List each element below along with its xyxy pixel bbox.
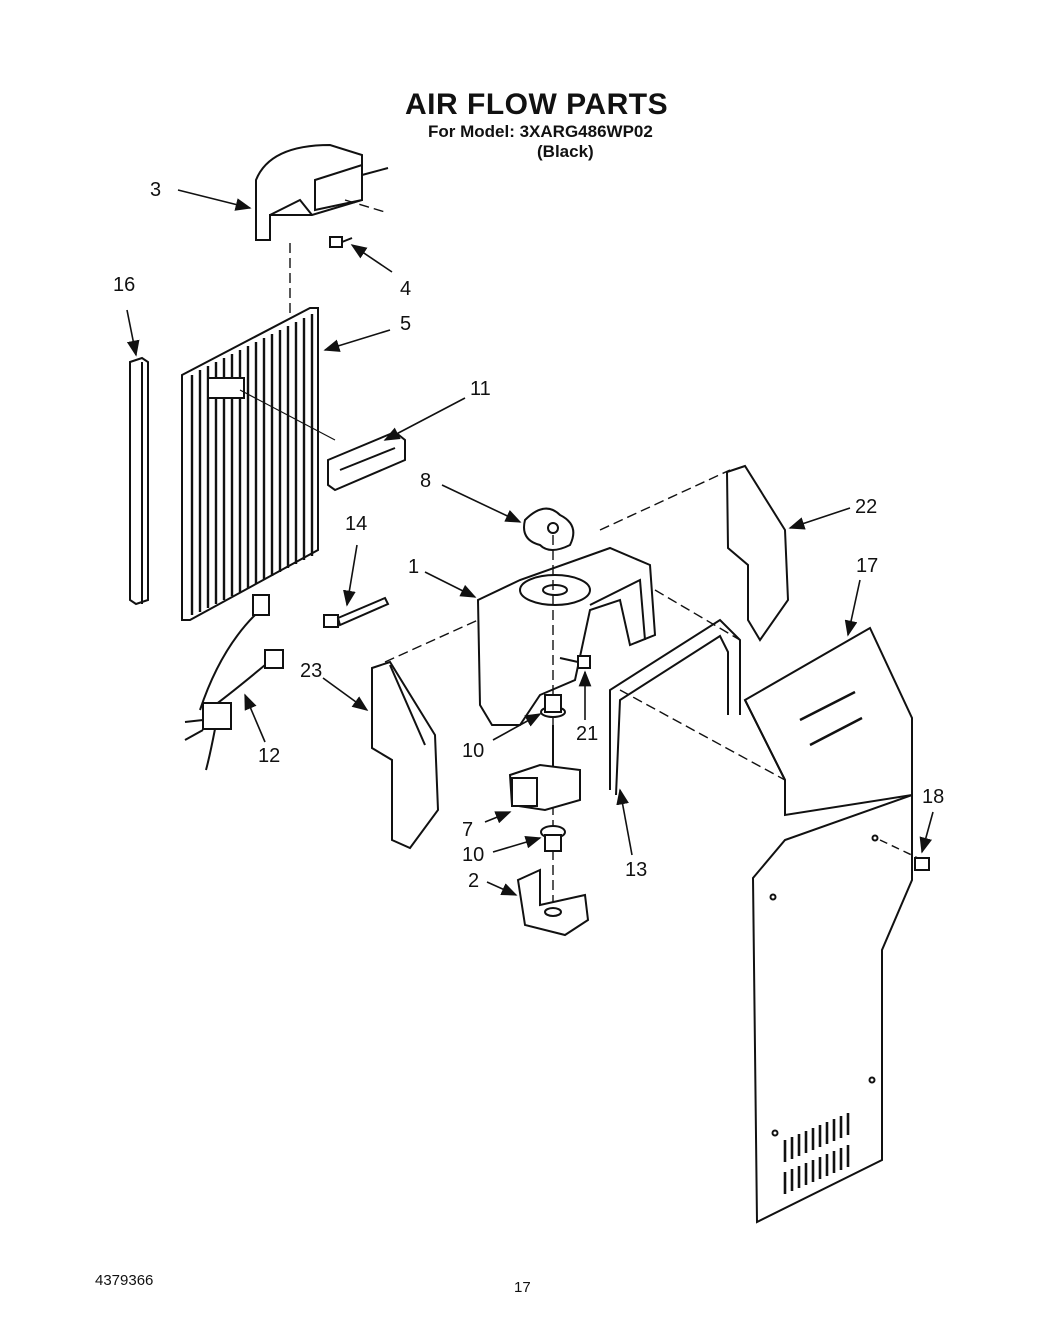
callout-10-lower: 10 — [462, 844, 484, 866]
callout-23: 23 — [300, 660, 322, 682]
model-line: For Model: 3XARG486WP02 — [428, 122, 653, 141]
callout-16: 16 — [113, 274, 135, 296]
part-duct-cover — [255, 143, 389, 241]
part-fan-motor — [508, 725, 581, 812]
callout-5: 5 — [400, 313, 411, 335]
part-fan-shroud — [476, 546, 657, 726]
part-motor-bracket — [516, 868, 590, 937]
part-wire-harness — [184, 594, 284, 771]
part-u-channel — [609, 618, 741, 796]
part-fan-blade — [523, 507, 575, 551]
part-bracket — [327, 430, 406, 492]
callout-labels: 3 4 16 5 11 8 14 22 1 17 23 21 10 12 18 … — [113, 179, 944, 892]
leader-lines — [126, 189, 934, 896]
part-evaporator-grille — [181, 307, 319, 621]
part-top-cover — [743, 626, 913, 817]
part-thermistor — [323, 596, 390, 628]
part-side-panel-22 — [725, 464, 790, 642]
callout-8: 8 — [420, 470, 431, 492]
callout-12: 12 — [258, 745, 280, 767]
part-strip — [129, 356, 149, 606]
part-grommet-upper — [540, 694, 566, 718]
part-rear-panel — [751, 793, 913, 1224]
callout-21: 21 — [576, 723, 598, 745]
callout-14: 14 — [345, 513, 367, 535]
part-screw-18 — [914, 857, 930, 871]
callout-22: 22 — [855, 496, 877, 518]
part-grommet-lower — [540, 825, 566, 852]
page-number: 17 — [514, 1279, 531, 1296]
callout-13: 13 — [625, 859, 647, 881]
page-title: AIR FLOW PARTS — [405, 88, 669, 121]
callout-7: 7 — [462, 819, 473, 841]
document-number: 4379366 — [95, 1272, 154, 1289]
part-side-panel-23 — [371, 660, 440, 850]
callout-17: 17 — [856, 555, 878, 577]
color-line: (Black) — [537, 142, 594, 161]
callout-11: 11 — [470, 378, 491, 400]
part-screw-4 — [329, 236, 353, 248]
callout-2: 2 — [468, 870, 479, 892]
callout-1: 1 — [408, 556, 419, 578]
callout-10-upper: 10 — [462, 740, 484, 762]
part-screw-21 — [559, 655, 591, 669]
callout-4: 4 — [400, 278, 411, 300]
callout-18: 18 — [922, 786, 944, 808]
callout-3: 3 — [150, 179, 161, 201]
